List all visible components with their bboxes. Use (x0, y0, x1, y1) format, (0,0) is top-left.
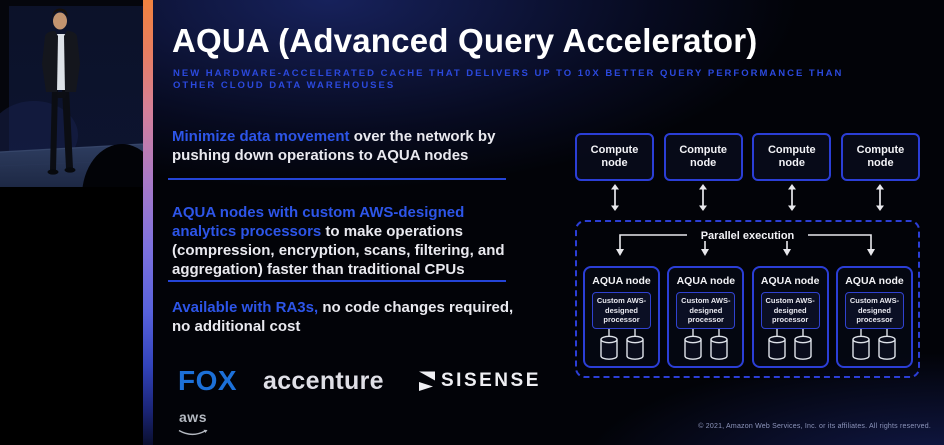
compute-node-box: Compute node (752, 133, 832, 181)
gradient-strip (143, 0, 153, 445)
audience-silhouette (82, 144, 143, 187)
sisense-wordmark: SISENSE (441, 370, 541, 391)
aqua-cluster-boundary (575, 220, 920, 378)
aws-smile-icon (178, 429, 208, 436)
bullet-available-ra3s: Available with RA3s, no code changes req… (172, 298, 517, 336)
up-down-arrow-icon (610, 184, 619, 211)
bullet-highlight: AQUA nodes with custom AWS-designed anal… (172, 204, 465, 240)
accenture-logo: accenture (263, 367, 384, 395)
aqua-node-box: AQUA node Custom AWS-designed processor (667, 266, 745, 368)
custom-processor-box: Custom AWS-designed processor (760, 292, 820, 329)
fox-logo: FOX (178, 365, 238, 396)
slide-title: AQUA (Advanced Query Accelerator) (172, 22, 758, 59)
aqua-node-box: AQUA node Custom AWS-designed processor (835, 266, 913, 368)
aqua-node-title: AQUA node (676, 275, 736, 287)
divider-line (168, 280, 506, 282)
subtitle-line-2: OTHER CLOUD DATA WAREHOUSES (173, 80, 396, 91)
presenter-video (0, 0, 143, 187)
subtitle-line-1: NEW HARDWARE-ACCELERATED CACHE THAT DELI… (173, 68, 844, 79)
compute-node-box: Compute node (840, 133, 920, 181)
aws-logo: aws (175, 409, 211, 442)
compute-node-box: Compute node (575, 133, 654, 181)
bullet-aqua-nodes-processors: AQUA nodes with custom AWS-designed anal… (172, 203, 517, 279)
slide: AQUA (Advanced Query Accelerator) NEW HA… (153, 0, 944, 445)
parallel-execution-branches (616, 234, 875, 256)
presenter-on-stage-illustration (0, 0, 143, 187)
aqua-node-title: AQUA node (760, 275, 820, 287)
up-down-arrow-icon (876, 184, 885, 211)
sisense-logo: SISENSE (417, 370, 541, 392)
aqua-node-box: AQUA node Custom AWS-designed processor (751, 266, 829, 368)
database-cylinders-icon (684, 328, 728, 360)
divider-line (168, 178, 506, 180)
parallel-execution-label: Parallel execution (700, 230, 795, 242)
aqua-node-title: AQUA node (592, 275, 651, 287)
database-cylinders-icon (768, 328, 812, 360)
slide-subtitle: NEW HARDWARE-ACCELERATED CACHE THAT DELI… (173, 68, 843, 92)
compute-node-row: Compute node Compute node Compute node C… (575, 133, 920, 181)
bullet-rest: no code changes required, no additional … (172, 299, 514, 335)
aqua-node-box: AQUA node Custom AWS-designed processor (583, 266, 660, 368)
aqua-node-row: AQUA node Custom AWS-designed processor … (583, 266, 913, 368)
bullet-rest: over the network by pushing down operati… (172, 128, 496, 164)
up-down-arrow-icon (699, 184, 708, 211)
custom-processor-box: Custom AWS-designed processor (844, 292, 904, 329)
database-cylinders-icon (852, 328, 897, 360)
sisense-logo-icon (419, 371, 435, 391)
up-down-arrow-icon (787, 184, 796, 211)
custom-processor-box: Custom AWS-designed processor (676, 292, 736, 329)
bullet-rest: to make operations (compression, encrypt… (172, 223, 505, 278)
presenter-silhouette (42, 8, 80, 175)
copyright-notice: © 2021, Amazon Web Services, Inc. or its… (698, 423, 931, 430)
bullet-highlight: Minimize data movement (172, 128, 350, 145)
bullet-highlight: Available with RA3s, (172, 299, 319, 316)
custom-processor-box: Custom AWS-designed processor (592, 292, 651, 329)
bidirectional-arrow-row (575, 184, 920, 211)
aws-wordmark: aws (179, 409, 207, 425)
compute-node-box: Compute node (663, 133, 743, 181)
bullet-minimize-data-movement: Minimize data movement over the network … (172, 127, 517, 165)
database-cylinders-icon (599, 328, 644, 360)
aqua-node-title: AQUA node (845, 275, 904, 287)
